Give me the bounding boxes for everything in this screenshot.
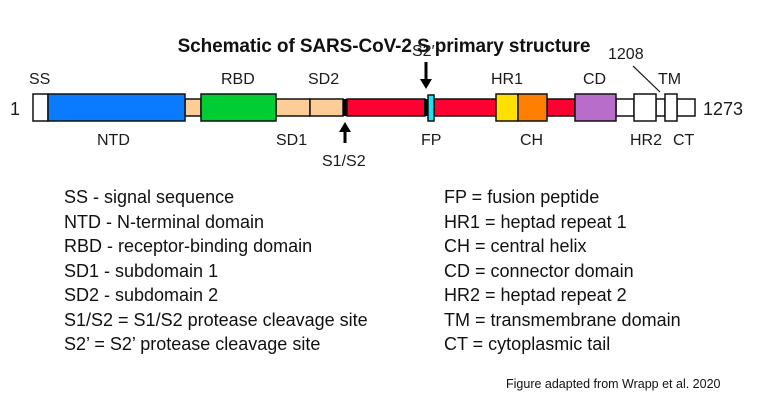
legend-item: TM = transmembrane domain bbox=[444, 309, 681, 330]
legend-right: FP = fusion peptide HR1 = heptad repeat … bbox=[444, 185, 681, 357]
arrow-s2prime-icon bbox=[420, 62, 432, 89]
domain-hr1 bbox=[495, 93, 519, 122]
label-start-residue: 1 bbox=[10, 99, 20, 119]
domain-hr2 bbox=[633, 93, 657, 122]
label-rbd: RBD bbox=[221, 71, 255, 88]
label-ct: CT bbox=[673, 132, 695, 149]
label-marker-1208: 1208 bbox=[608, 46, 644, 63]
label-sd1: SD1 bbox=[276, 132, 307, 149]
legend-left: SS - signal sequence NTD - N-terminal do… bbox=[64, 185, 368, 357]
legend-item: SS - signal sequence bbox=[64, 187, 235, 207]
linker-s2-c bbox=[546, 98, 576, 117]
label-ntd: NTD bbox=[97, 132, 130, 149]
linker-s2-a bbox=[346, 98, 426, 117]
label-s1s2: S1/S2 bbox=[322, 153, 366, 170]
legend-item: SD2 - subdomain 2 bbox=[64, 285, 219, 305]
domain-fp bbox=[427, 94, 435, 122]
domain-sd1 bbox=[275, 98, 311, 117]
label-tm: TM bbox=[658, 71, 681, 88]
domain-ch bbox=[517, 93, 548, 122]
arrow-s1s2-icon bbox=[339, 122, 351, 143]
domain-ct bbox=[676, 98, 696, 117]
marker-1208-line bbox=[632, 65, 661, 93]
figure-credit: Figure adapted from Wrapp et al. 2020 bbox=[506, 377, 721, 391]
domain-ss bbox=[32, 93, 49, 122]
domain-sd2 bbox=[309, 98, 344, 117]
label-sd2: SD2 bbox=[308, 71, 339, 88]
domain-rbd bbox=[200, 93, 277, 122]
legend-item: S1/S2 = S1/S2 protease cleavage site bbox=[64, 309, 368, 330]
domain-schematic: 1 1273 1208 SS NTD RBD SD1 SD2 FP HR1 CH… bbox=[10, 43, 743, 170]
legend-item: SD1 - subdomain 1 bbox=[64, 260, 219, 281]
label-hr1: HR1 bbox=[491, 71, 523, 88]
cleavage-mark-s1s2 bbox=[343, 99, 347, 116]
domain-tm bbox=[664, 93, 678, 122]
legend-item: HR1 = heptad repeat 1 bbox=[444, 211, 627, 232]
legend-item: S2’ = S2’ protease cleavage site bbox=[64, 334, 321, 354]
legend-item: RBD - receptor-binding domain bbox=[64, 236, 313, 256]
label-fp: FP bbox=[421, 132, 441, 149]
legend-item: NTD - N-terminal domain bbox=[64, 211, 265, 232]
domain-cd bbox=[574, 93, 617, 122]
legend-item: CH = central helix bbox=[444, 236, 587, 256]
label-ch: CH bbox=[520, 132, 543, 149]
legend-item: HR2 = heptad repeat 2 bbox=[444, 285, 627, 305]
label-end-residue: 1273 bbox=[703, 99, 743, 119]
linker-cd-hr2 bbox=[615, 98, 635, 117]
label-hr2: HR2 bbox=[630, 132, 662, 149]
linker-s2-b bbox=[433, 98, 497, 117]
label-s2prime: S2′ bbox=[412, 43, 435, 60]
legend-item: CT = cytoplasmic tail bbox=[444, 334, 611, 354]
legend-item: FP = fusion peptide bbox=[444, 187, 600, 207]
legend-item: CD = connector domain bbox=[444, 260, 634, 281]
cleavage-mark-s2prime bbox=[424, 99, 428, 116]
domain-ntd bbox=[47, 93, 186, 122]
figure-title: Schematic of SARS-CoV-2 S primary struct… bbox=[177, 36, 591, 57]
label-cd: CD bbox=[583, 71, 606, 88]
linker-hr2-tm bbox=[655, 98, 666, 117]
label-ss: SS bbox=[29, 71, 50, 88]
linker-ntd-rbd bbox=[184, 98, 202, 117]
